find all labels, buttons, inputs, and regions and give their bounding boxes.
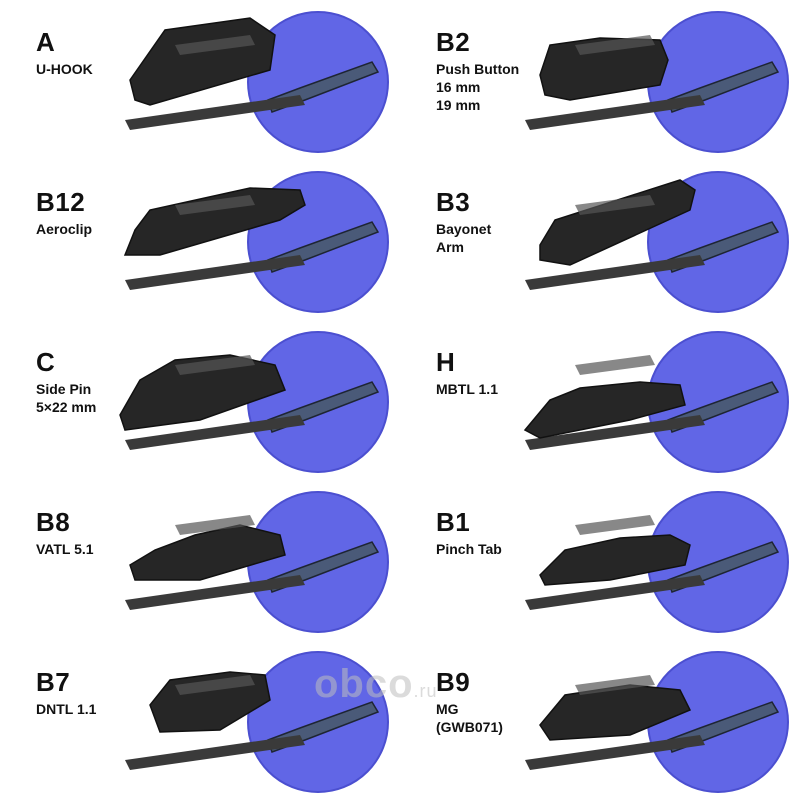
watermark: obco.ru — [314, 662, 438, 707]
adapter-description: MG (GWB071) — [436, 700, 503, 736]
adapter-description-line: Aeroclip — [36, 221, 93, 237]
adapter-card: C Side Pin 5×22 mm — [0, 320, 400, 480]
adapter-description-line: Bayonet — [436, 221, 492, 237]
adapter-highlight — [175, 675, 255, 695]
adapter-body — [539, 37, 669, 101]
adapter-description: MBTL 1.1 — [436, 380, 498, 398]
adapter-highlight — [575, 515, 655, 535]
adapter-highlight — [575, 195, 655, 215]
adapter-description-line: Pinch Tab — [436, 541, 502, 557]
adapter-card: A U-HOOK — [0, 0, 400, 160]
adapter-illustration — [125, 491, 389, 633]
blade-rail — [125, 735, 305, 770]
adapter-illustration — [125, 651, 389, 793]
adapter-description: DNTL 1.1 — [36, 700, 96, 718]
adapter-code: C — [36, 347, 56, 377]
adapter-description-line: MBTL 1.1 — [436, 381, 498, 397]
adapter-description-line: DNTL 1.1 — [36, 701, 97, 717]
adapter-highlight — [575, 675, 655, 695]
adapter-illustration — [525, 171, 789, 313]
adapter-description-line: Side Pin — [36, 381, 92, 397]
adapter-illustration — [123, 171, 389, 313]
adapter-body — [119, 354, 286, 431]
adapter-description: VATL 5.1 — [36, 540, 94, 558]
adapter-code: B1 — [436, 507, 471, 537]
blade-rail — [525, 255, 705, 290]
watermark-suffix: .ru — [413, 681, 438, 701]
blade-rail — [525, 575, 705, 610]
adapter-description-line: Push Button — [436, 61, 520, 77]
adapter-body — [523, 381, 686, 439]
adapter-code: B7 — [36, 667, 71, 697]
adapter-description: Push Button 16 mm 19 mm — [436, 60, 519, 114]
adapter-body — [123, 187, 306, 256]
adapter-illustration — [525, 651, 789, 793]
adapter-highlight — [175, 515, 255, 535]
adapter-highlight — [175, 35, 255, 55]
adapter-description: Pinch Tab — [436, 540, 502, 558]
blade-rail — [125, 415, 305, 450]
adapter-highlight — [175, 195, 255, 215]
adapter-highlight — [175, 355, 255, 375]
adapter-description-line: Arm — [436, 239, 465, 255]
blade-rail — [125, 255, 305, 290]
adapter-code: B12 — [36, 187, 86, 217]
adapter-description: Side Pin 5×22 mm — [36, 380, 96, 416]
adapter-illustration — [523, 331, 789, 473]
adapter-body — [129, 524, 286, 581]
adapter-description-line: VATL 5.1 — [36, 541, 94, 557]
adapter-description-line: 16 mm — [436, 79, 481, 95]
adapter-description-line: (GWB071) — [436, 719, 503, 735]
adapter-code: B8 — [36, 507, 71, 537]
adapter-code: H — [436, 347, 456, 377]
blade-rail — [525, 415, 705, 450]
adapter-description: U-HOOK — [36, 60, 93, 78]
adapter-card: H MBTL 1.1 — [400, 320, 800, 480]
blade-rail — [525, 95, 705, 130]
blade-rail — [525, 735, 705, 770]
adapter-body — [539, 684, 692, 741]
adapter-illustration — [125, 11, 389, 153]
adapter-description-line: 5×22 mm — [36, 399, 97, 415]
adapter-illustration — [119, 331, 389, 473]
adapter-description-line: MG — [436, 701, 459, 717]
adapter-body — [539, 534, 691, 586]
adapter-code: B3 — [436, 187, 471, 217]
adapter-description: Aeroclip — [36, 220, 92, 238]
adapter-description-line: U-HOOK — [36, 61, 93, 77]
blade-rail — [125, 575, 305, 610]
adapter-illustration — [525, 11, 789, 153]
adapter-illustration — [525, 491, 789, 633]
adapter-code: B9 — [436, 667, 471, 697]
adapter-highlight — [575, 35, 655, 55]
adapter-code: A — [36, 27, 56, 57]
adapter-body — [539, 179, 696, 266]
adapter-highlight — [575, 355, 655, 375]
adapter-code: B2 — [436, 27, 471, 57]
blade-rail — [125, 95, 305, 130]
watermark-main: obco — [314, 662, 414, 706]
adapter-description-line: 19 mm — [436, 97, 481, 113]
